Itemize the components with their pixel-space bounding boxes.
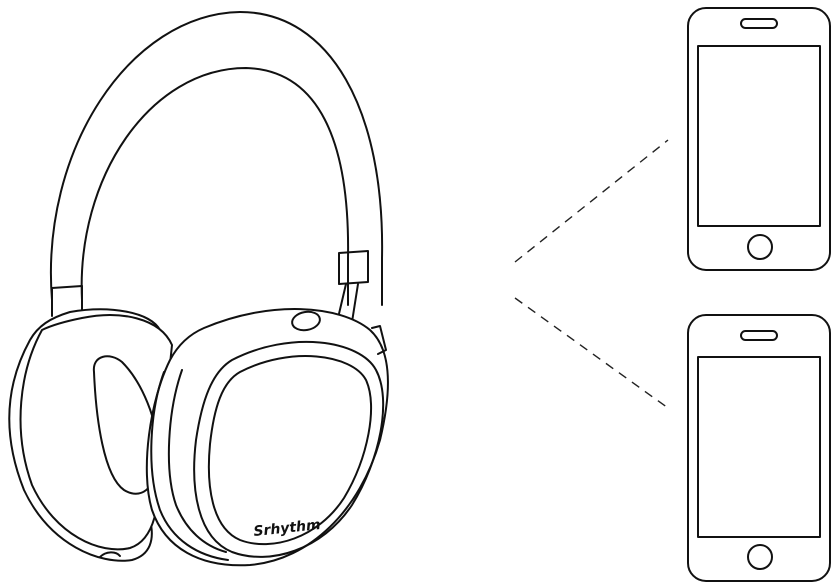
phone-screen (697, 45, 821, 227)
right-earcup-cushion (150, 371, 229, 561)
headband-right-slider (338, 250, 369, 285)
left-earcup-cushion (19, 314, 173, 551)
smartphone-icon (687, 7, 831, 271)
connection-line-top (514, 139, 669, 263)
right-earcup-plate-inner (207, 355, 372, 546)
phone-body (687, 314, 831, 582)
phone-home-button (747, 234, 773, 260)
connection-line-bottom (514, 297, 669, 409)
smartphone-icon (687, 314, 831, 582)
left-usb-port (99, 551, 121, 558)
headband-inner (80, 67, 350, 306)
phone-speaker (740, 18, 778, 29)
right-earcup-cushion-inner (167, 369, 227, 553)
connection-lines (514, 139, 669, 409)
phone-home-button (747, 544, 773, 570)
yoke-stem (337, 283, 359, 323)
headband (49, 11, 384, 306)
headphones-icon: Srhythm (8, 11, 390, 567)
top-button (291, 310, 321, 332)
brand-label: Srhythm (253, 517, 322, 540)
headband-left-end (51, 285, 83, 289)
phone-body (687, 7, 831, 271)
side-button (371, 325, 387, 355)
phone-screen (697, 356, 821, 538)
phone-speaker (740, 330, 778, 341)
headband-left-slider (51, 285, 83, 317)
right-earcup-plate (193, 340, 385, 558)
